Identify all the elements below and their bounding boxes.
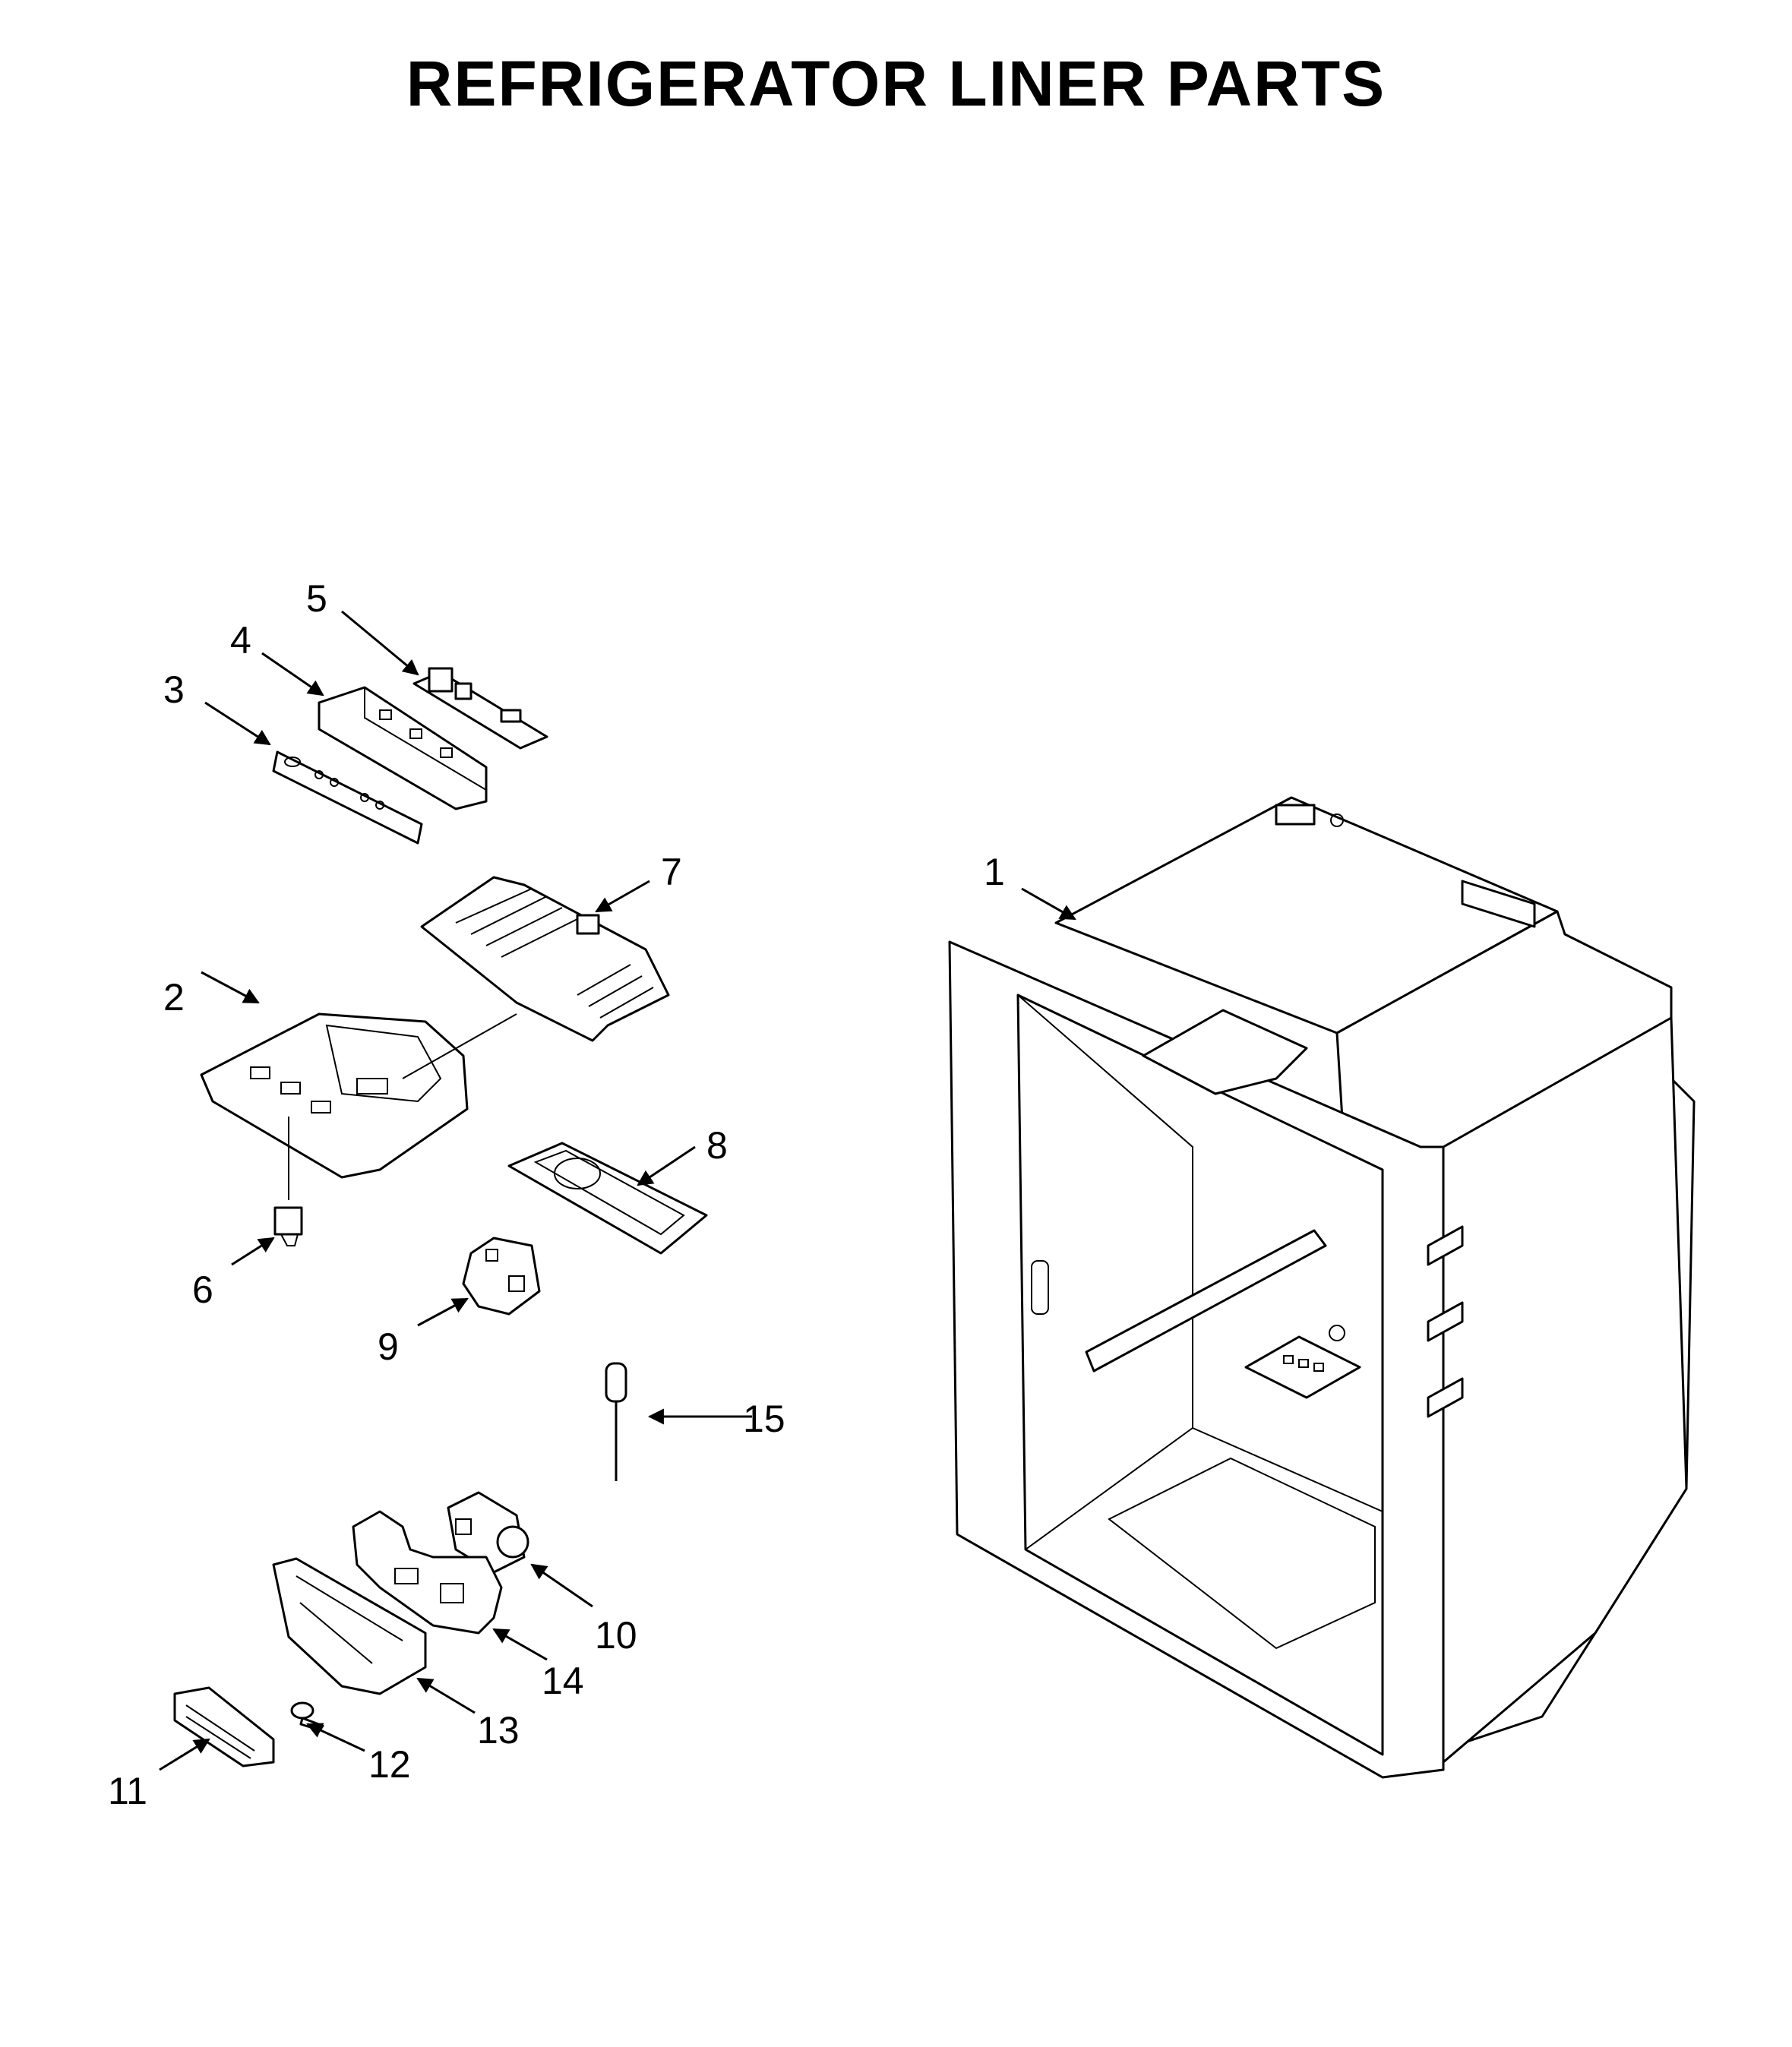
part-3-overlay[interactable] (272, 750, 423, 845)
part-8-damper[interactable] (507, 1142, 708, 1255)
part-5-control-board[interactable] (412, 667, 548, 750)
part-6-switch[interactable] (273, 1206, 303, 1246)
callout-1: 1 (984, 851, 1005, 893)
callout-leaders (159, 610, 1076, 1771)
callout-8: 8 (706, 1124, 728, 1167)
part-14-upper-housing[interactable] (352, 1510, 503, 1635)
part-15-sensor[interactable] (605, 1362, 627, 1481)
callout-labels: 1 2 3 4 5 6 7 8 9 10 11 12 13 14 15 (108, 577, 1005, 1812)
part-9-light-housing[interactable] (462, 1237, 541, 1316)
callout-4: 4 (230, 619, 251, 662)
callout-14: 14 (542, 1660, 584, 1702)
callout-7: 7 (661, 851, 682, 893)
callout-12: 12 (368, 1743, 411, 1786)
diagram-title: REFRIGERATOR LINER PARTS (406, 48, 1386, 119)
part-4-control-box[interactable] (318, 686, 488, 810)
part-1-liner[interactable] (948, 796, 1696, 1779)
callout-13: 13 (477, 1709, 520, 1752)
part-7-diffuser[interactable] (402, 876, 670, 1079)
callout-11: 11 (108, 1770, 147, 1812)
callout-5: 5 (306, 577, 327, 620)
callout-6: 6 (192, 1268, 213, 1311)
callout-2: 2 (163, 976, 185, 1019)
part-10-motor-assembly[interactable] (447, 1491, 529, 1574)
callout-10: 10 (595, 1614, 637, 1657)
part-13-lower-housing[interactable] (272, 1557, 427, 1695)
callout-3: 3 (163, 668, 185, 711)
part-2-control-housing[interactable] (200, 1012, 469, 1200)
callout-15: 15 (743, 1398, 785, 1440)
part-11-cover[interactable] (173, 1686, 275, 1767)
part-12-screw[interactable] (290, 1701, 324, 1732)
callout-9: 9 (378, 1325, 399, 1368)
